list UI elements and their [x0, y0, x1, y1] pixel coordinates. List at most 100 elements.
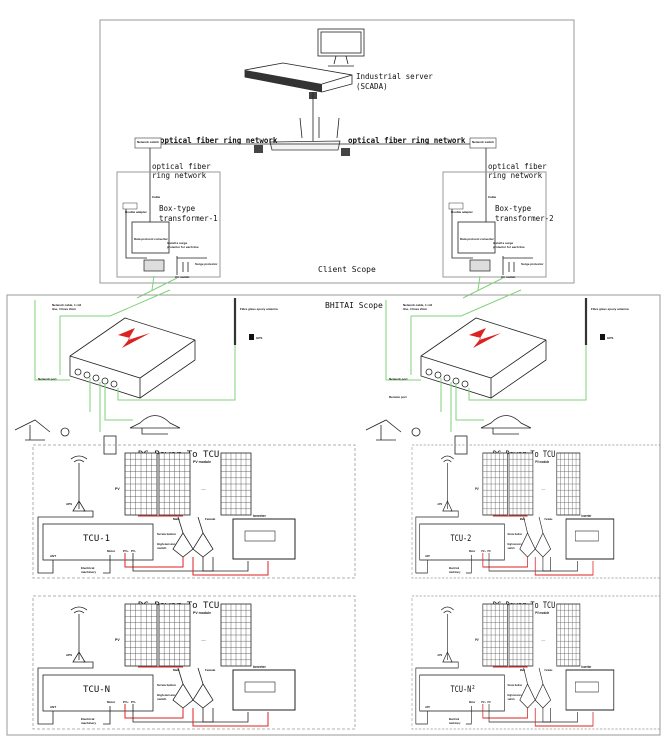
machinery-label: Electrical	[449, 717, 459, 721]
pv-module-icon	[124, 603, 158, 667]
pyranometer-icon	[480, 415, 532, 435]
connector-port-icon	[92, 374, 100, 382]
pv-module-icon	[124, 452, 158, 516]
tcu-box	[419, 523, 505, 561]
machinery-label: Electrical	[81, 717, 95, 721]
antenna-icon	[441, 455, 454, 512]
dc-negative-wire	[132, 704, 214, 723]
female-label: Female	[544, 668, 552, 672]
y-branch-connector-icon	[519, 667, 552, 709]
machinery-label: machinery	[449, 570, 461, 574]
pv-label: PV	[115, 487, 120, 491]
adapter-icon	[448, 202, 464, 210]
transformer-name: Box-type	[495, 204, 532, 213]
ant-label: ANT	[50, 554, 56, 558]
pv-module-label: PV module	[535, 460, 549, 464]
transformer-frame	[116, 171, 221, 278]
pv-module-label: PV module	[193, 611, 211, 615]
pv-minus-label: PV-	[487, 700, 491, 704]
tcu-label: TCU-2	[451, 533, 472, 543]
dc-positive-wire	[124, 553, 184, 568]
surge-label: protector for each line	[167, 245, 199, 249]
pv-module-icon	[482, 603, 508, 667]
tcu-panel-frame	[411, 595, 661, 730]
adapter-label: Double adapter	[125, 210, 148, 214]
transformer-name: transformer-2	[495, 214, 554, 223]
dc-positive-wire	[534, 708, 594, 727]
surge-protector-label: Surge protector	[195, 262, 218, 266]
antenna-icon	[441, 606, 454, 663]
motor-label: Motor	[107, 549, 116, 553]
y-branch-connector-icon	[519, 516, 552, 558]
gps-label: GPS	[607, 336, 613, 340]
motor-wire	[103, 555, 111, 574]
ring-label: ring network	[152, 171, 207, 180]
connector-port-icon	[443, 374, 451, 382]
tcu-panel-frame	[411, 444, 661, 579]
female-label: Female	[205, 517, 216, 521]
machinery-label: Electrical	[81, 566, 95, 570]
dc-negative-wire	[202, 557, 249, 572]
network-port-label: Network port	[38, 377, 57, 381]
dc-positive-wire	[482, 553, 528, 568]
transformer-name: transformer-1	[159, 214, 218, 223]
connector-port-icon	[110, 380, 118, 388]
switch-device-icon	[143, 259, 165, 272]
transformer-frame	[442, 171, 547, 278]
switch-label: High-tension	[157, 693, 175, 697]
network-switch-label: Network switch	[137, 140, 159, 144]
pv-minus-label: PV-	[131, 549, 136, 553]
pv-plus-label: PV+	[123, 700, 129, 704]
server-label-scada: (SCADA)	[356, 82, 388, 91]
pv-label: PV	[475, 638, 479, 642]
aps-label: APS	[437, 502, 442, 506]
adapter-label: Double adapter	[451, 210, 474, 214]
industrial-server-icon	[244, 62, 353, 93]
pv-module-icon	[556, 603, 581, 667]
machinery-label: machinery	[81, 721, 96, 725]
ant-label: ANT	[425, 554, 430, 558]
sensor-cable	[89, 345, 236, 432]
transformer-name: Box-type	[159, 204, 196, 213]
pv-module-icon	[508, 452, 534, 516]
dc-negative-wire	[202, 708, 249, 723]
network-cable	[34, 289, 171, 381]
cable-note: line, 4 lines 2mm	[403, 307, 427, 311]
motor-label: Motor	[469, 700, 475, 704]
pv-module-label: PV module	[193, 460, 211, 464]
pv-label: PV	[475, 487, 479, 491]
surge-label: Install a surge	[167, 241, 188, 245]
switch-label: switch	[157, 546, 167, 550]
switch-label: switch	[508, 697, 515, 701]
machinery-label: machinery	[81, 570, 96, 574]
connector-port-icon	[461, 380, 469, 388]
surge-protector-label: Surge protector	[521, 262, 544, 266]
converter-box	[457, 221, 496, 254]
cable-note: Network cable, 1 roll	[52, 303, 81, 307]
male-label: Male	[520, 517, 526, 521]
dc-negative-wire	[132, 553, 214, 572]
pv-minus-label: PV-	[487, 549, 491, 553]
motor-wire	[465, 706, 472, 725]
vendor-scope-label: BHITAI Scope	[325, 301, 383, 310]
female-label: Female	[205, 668, 216, 672]
tcu-box	[42, 523, 154, 561]
tcu-label: TCU-1	[83, 534, 110, 544]
antenna-label: Fibre glass epoxy antenna	[591, 307, 629, 311]
dots-label: ......	[201, 487, 206, 491]
pv-module-icon	[158, 603, 191, 667]
aps-label: APS	[66, 502, 72, 506]
dc-negative-wire	[542, 557, 578, 572]
pv-plus-label: PV+	[481, 549, 486, 553]
dc-positive-wire	[192, 557, 269, 576]
air-switch-label: Air switch	[175, 275, 190, 279]
pv-label: PV	[115, 638, 120, 642]
aps-label: APS	[437, 653, 442, 657]
ring-label-left: optical fiber ring network	[160, 136, 278, 145]
antenna-cable	[37, 510, 94, 574]
pv-plus-label: PV+	[123, 549, 129, 553]
